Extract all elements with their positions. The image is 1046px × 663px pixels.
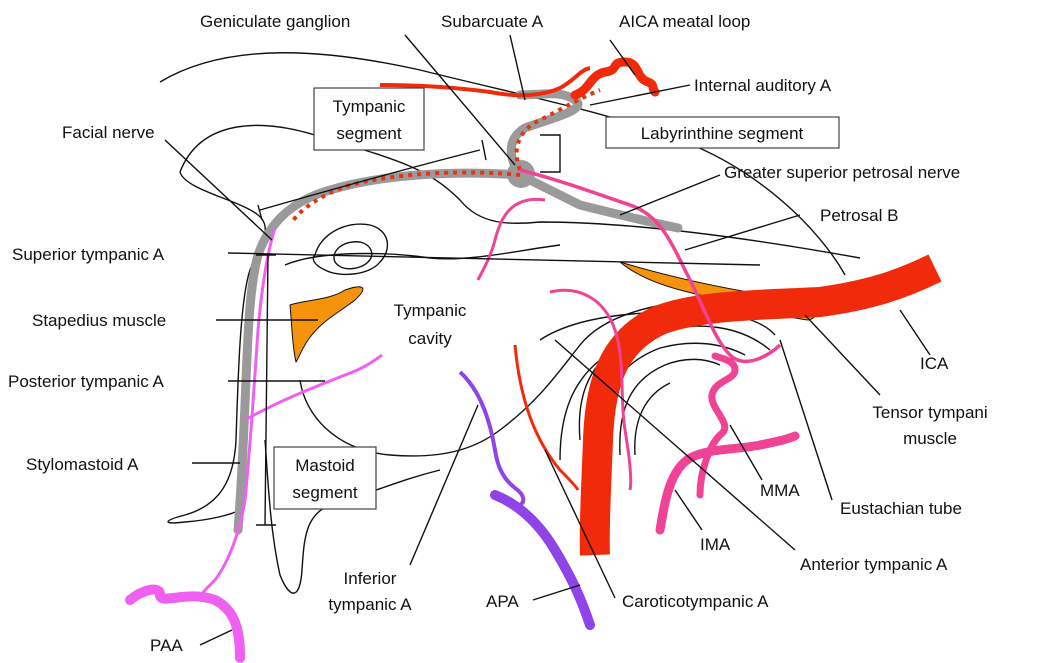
label-anterior-tympanic-a: Anterior tympanic A	[800, 555, 948, 574]
label-tensor-tympani-line1: Tensor tympani	[872, 403, 987, 422]
stapedius-muscle-shape	[290, 287, 363, 362]
inferior-tympanic-vessel	[460, 372, 523, 505]
label-inferior-tympanic-line1: Inferior	[344, 569, 397, 588]
leader-ica	[900, 310, 930, 355]
label-caroticotympanic-a: Caroticotympanic A	[622, 592, 769, 611]
label-tensor-tympani-line2: muscle	[903, 429, 957, 448]
labyrinthine-segment-bracket	[540, 135, 560, 172]
label-ima: IMA	[700, 535, 731, 554]
labyrinthine-segment-label: Labyrinthine segment	[641, 124, 804, 143]
label-superior-tympanic-a: Superior tympanic A	[12, 245, 165, 264]
label-stylomastoid-a: Stylomastoid A	[26, 455, 139, 474]
mastoid-segment-bracket	[256, 255, 276, 525]
leader-facial-nerve	[165, 140, 272, 240]
posterior-tympanic-vessel	[245, 355, 382, 420]
label-gspn: Greater superior petrosal nerve	[724, 163, 960, 182]
mastoid-segment-label-line2: segment	[292, 483, 357, 502]
mastoid-segment-label-line1: Mastoid	[295, 456, 355, 475]
superior-tympanic-vessel	[478, 199, 545, 280]
leader-paa	[200, 630, 232, 645]
label-aica-meatal-loop: AICA meatal loop	[619, 12, 750, 31]
facial-nerve-trunk	[511, 94, 678, 228]
label-facial-nerve: Facial nerve	[62, 123, 155, 142]
label-ica: ICA	[920, 354, 949, 373]
posterior-auricular-artery-vessel	[130, 590, 240, 658]
stapes-outer	[313, 224, 387, 274]
leader-subarcuate	[510, 35, 525, 100]
label-mma: MMA	[760, 481, 800, 500]
leader-eustachian	[780, 340, 832, 500]
leader-gspn	[620, 175, 720, 215]
leader-inferior-tympanic	[410, 405, 478, 565]
label-subarcuate-a: Subarcuate A	[441, 12, 544, 31]
label-paa: PAA	[150, 636, 183, 655]
label-stapedius-muscle: Stapedius muscle	[32, 311, 166, 330]
label-eustachian-tube: Eustachian tube	[840, 499, 962, 518]
label-tympanic-cavity-line2: cavity	[408, 329, 452, 348]
leader-internal-auditory	[590, 85, 690, 105]
label-petrosal-b: Petrosal B	[820, 206, 898, 225]
label-tympanic-cavity-line1: Tympanic	[394, 301, 467, 320]
tympanic-segment-label-line2: segment	[336, 124, 401, 143]
label-posterior-tympanic-a: Posterior tympanic A	[8, 372, 165, 391]
label-inferior-tympanic-line2: tympanic A	[328, 595, 412, 614]
caroticotympanic-vessel	[515, 345, 578, 490]
tympanic-segment-label-line1: Tympanic	[333, 97, 406, 116]
label-geniculate-ganglion: Geniculate ganglion	[200, 12, 350, 31]
label-apa: APA	[486, 592, 519, 611]
label-internal-auditory-a: Internal auditory A	[694, 76, 832, 95]
text-labels: Geniculate ganglion Subarcuate A AICA me…	[8, 12, 988, 655]
stapes	[313, 224, 387, 274]
leader-tensor-tympani	[805, 315, 880, 395]
eustachian-outline-5	[635, 383, 670, 455]
